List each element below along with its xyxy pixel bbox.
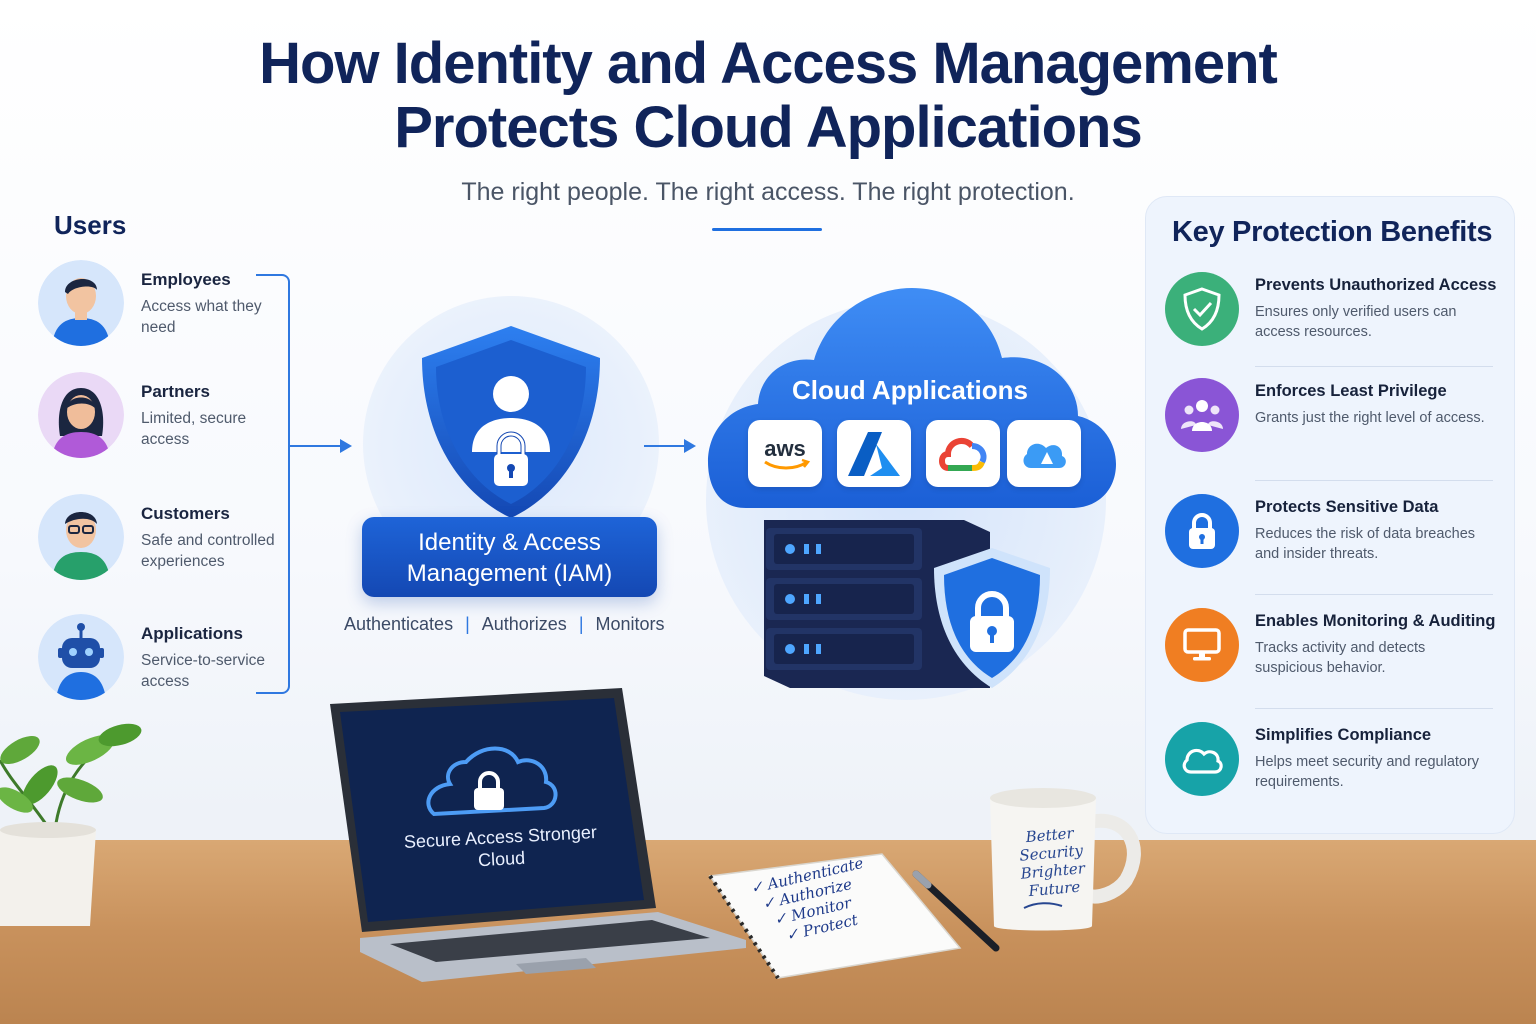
benefit-divider xyxy=(1255,708,1493,709)
subtitle-divider xyxy=(712,228,822,231)
generic-cloud-logo-icon xyxy=(1007,420,1081,487)
user-desc: Service-to-service access xyxy=(141,652,266,690)
title-line-1: How Identity and Access Management xyxy=(259,31,1278,96)
aws-logo-text: aws xyxy=(764,436,806,461)
benefit-compliance: Simplifies Compliance Helps meet securit… xyxy=(1165,722,1505,812)
subtitle: The right people. The right access. The … xyxy=(461,178,1075,206)
user-desc: Access what they need xyxy=(141,298,262,336)
iam-function-authorizes: Authorizes xyxy=(481,614,567,634)
benefit-divider xyxy=(1255,480,1493,481)
server-rack-icon xyxy=(764,520,990,688)
google-cloud-logo-icon xyxy=(926,420,1000,487)
title-line-2: Protects Cloud Applications xyxy=(394,95,1142,160)
monitor-icon xyxy=(1165,608,1239,682)
benefit-sensitive-data: Protects Sensitive Data Reduces the risk… xyxy=(1165,494,1505,584)
benefit-divider xyxy=(1255,594,1493,595)
iam-function-authenticates: Authenticates xyxy=(344,614,454,634)
plant-icon xyxy=(0,723,142,926)
user-customers: Customers Safe and controlled experience… xyxy=(38,494,298,584)
iam-function-monitors: Monitors xyxy=(595,614,665,634)
users-to-iam-arrow xyxy=(288,445,340,447)
partner-avatar-icon xyxy=(38,372,124,458)
page-title: How Identity and Access Management Prote… xyxy=(0,32,1536,160)
server-shield-icon xyxy=(934,548,1050,688)
lock-icon xyxy=(1165,494,1239,568)
cloud-title: Cloud Applications xyxy=(792,375,1028,405)
benefit-monitoring: Enables Monitoring & Auditing Tracks act… xyxy=(1165,608,1505,698)
user-employees: Employees Access what they need xyxy=(38,260,298,350)
benefit-desc: Reduces the risk of data breaches and in… xyxy=(1255,526,1476,562)
user-name: Partners xyxy=(141,382,210,401)
benefit-least-privilege: Enforces Least Privilege Grants just the… xyxy=(1165,378,1505,468)
pen-icon xyxy=(912,870,1000,952)
iam-to-cloud-arrow xyxy=(644,445,684,447)
benefit-desc: Tracks activity and detects suspicious b… xyxy=(1255,640,1426,676)
user-name: Applications xyxy=(141,624,244,643)
employee-avatar-icon xyxy=(38,260,124,346)
aws-logo-icon: aws xyxy=(748,420,822,487)
benefits-heading: Key Protection Benefits xyxy=(1172,216,1493,248)
mug-text: Better Security Brighter Future xyxy=(1018,824,1086,901)
benefit-divider xyxy=(1255,366,1493,367)
benefit-unauthorized-access: Prevents Unauthorized Access Ensures onl… xyxy=(1165,272,1505,362)
user-desc: Limited, secure access xyxy=(141,410,247,448)
customer-avatar-icon xyxy=(38,494,124,580)
user-desc: Safe and controlled experiences xyxy=(141,532,275,570)
laptop-icon xyxy=(330,688,746,982)
benefit-title: Enables Monitoring & Auditing xyxy=(1255,612,1496,630)
notebook-icon xyxy=(708,853,962,980)
users-group-icon xyxy=(1165,378,1239,452)
benefit-title: Simplifies Compliance xyxy=(1255,726,1432,744)
user-applications: Applications Service-to-service access xyxy=(38,614,298,704)
mug-icon xyxy=(990,788,1141,931)
robot-avatar-icon xyxy=(38,614,124,700)
benefit-desc: Ensures only verified users can access r… xyxy=(1255,304,1457,340)
user-partners: Partners Limited, secure access xyxy=(38,372,298,462)
arrow-head xyxy=(684,439,696,453)
benefit-title: Prevents Unauthorized Access xyxy=(1255,276,1497,294)
benefit-desc: Helps meet security and regulatory requi… xyxy=(1255,754,1480,790)
benefit-desc: Grants just the right level of access. xyxy=(1255,410,1485,426)
iam-shield-icon xyxy=(422,326,600,518)
benefit-title: Enforces Least Privilege xyxy=(1255,382,1447,400)
cloud-icon xyxy=(1165,722,1239,796)
users-bracket xyxy=(256,274,290,694)
iam-functions: Authenticates|Authorizes|Monitors xyxy=(344,614,665,634)
iam-label: Identity & Access Management (IAM) xyxy=(362,517,657,597)
user-name: Customers xyxy=(141,504,230,523)
users-heading: Users xyxy=(54,210,127,240)
user-name: Employees xyxy=(141,270,231,289)
benefit-title: Protects Sensitive Data xyxy=(1255,498,1439,516)
arrow-head xyxy=(340,439,352,453)
azure-logo-icon xyxy=(837,420,911,487)
shield-check-icon xyxy=(1165,272,1239,346)
